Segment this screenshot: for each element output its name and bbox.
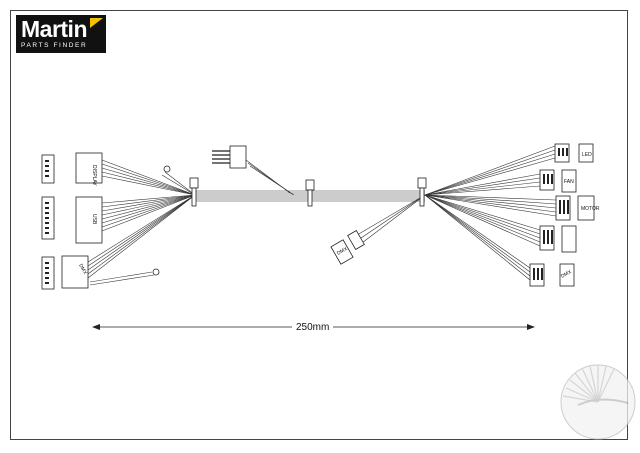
top-connector <box>229 145 247 169</box>
right-fanout-wires <box>351 145 557 281</box>
connector-label: DISPLAY <box>91 165 97 186</box>
dmx-connector-left <box>61 255 89 289</box>
connector-label: MOTOR <box>581 206 600 212</box>
dimension-label: 250mm <box>292 322 334 333</box>
drawing-frame <box>10 10 628 440</box>
right-connectors <box>529 143 595 287</box>
connector-label: USB <box>91 214 97 225</box>
dimension-arrows <box>92 324 535 330</box>
logo-flag-icon <box>90 18 103 28</box>
connector-label: DMX <box>77 263 88 276</box>
lower-mid-connector <box>330 230 365 265</box>
connector-label: FAN <box>564 179 574 185</box>
left-connectors <box>41 152 171 290</box>
ring-terminal-1 <box>163 165 171 173</box>
martin-parts-finder-logo: Martin PARTS FINDER <box>16 15 106 53</box>
ring-terminal-2 <box>152 268 160 276</box>
left-fanout-wires <box>87 159 196 286</box>
logo-brand: Martin <box>21 16 88 42</box>
upper-branch-wires <box>245 159 295 196</box>
sunburst-watermark-icon <box>560 364 636 440</box>
connector-label: DMX <box>336 246 349 257</box>
connector-label: LED <box>582 152 592 158</box>
left-connector-pins <box>45 160 49 284</box>
usb-connector <box>75 196 103 244</box>
top-connector-pins <box>212 150 230 164</box>
right-connector-pins <box>533 148 569 280</box>
display-connector <box>75 152 103 184</box>
arrow-right-icon <box>527 324 535 330</box>
logo-tagline: PARTS FINDER <box>21 42 88 49</box>
arrow-left-icon <box>92 324 100 330</box>
left-header-1 <box>41 154 55 184</box>
cable-ties <box>189 177 427 207</box>
connector-label: DMX <box>560 269 573 280</box>
connector-label-group: DISPLAY USB DMX DMX LED FAN MOTOR DMX <box>77 152 600 280</box>
